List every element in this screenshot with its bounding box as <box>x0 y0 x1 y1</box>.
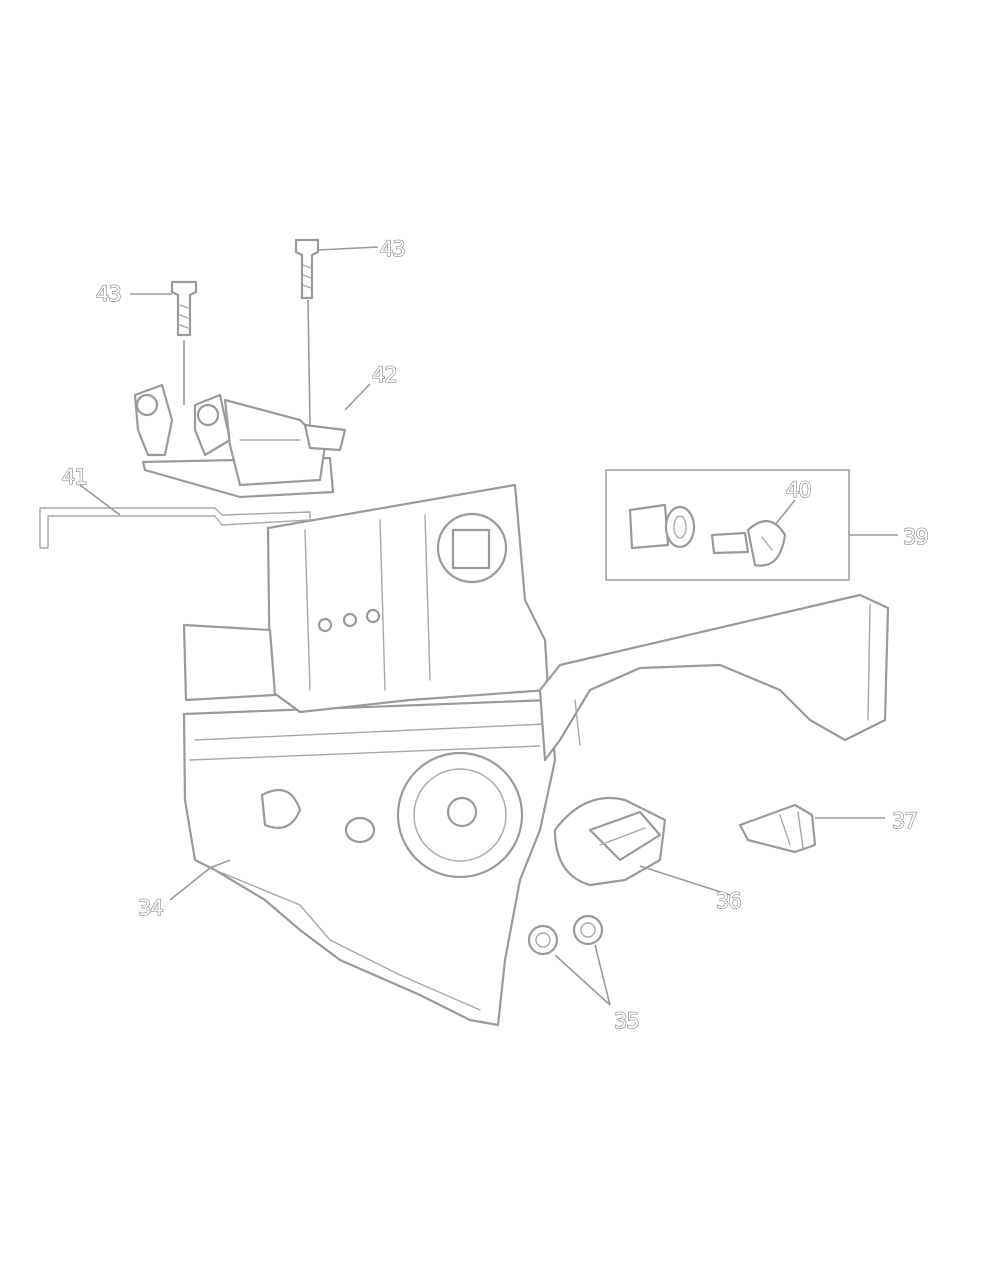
callout-37: 37 <box>892 809 917 833</box>
callout-34: 34 <box>138 896 163 920</box>
callout-42: 42 <box>372 363 397 387</box>
guard-side-arm <box>538 593 890 762</box>
callout-40: 40 <box>786 478 811 502</box>
part-42-bracket <box>133 383 347 499</box>
callout-35: 35 <box>614 1009 639 1033</box>
callout-39: 39 <box>903 525 928 549</box>
part-36-dust-elbow <box>553 796 667 887</box>
upper-blade-guard <box>182 483 550 714</box>
callout-41: 41 <box>62 465 87 489</box>
callout-43-right: 43 <box>380 237 405 261</box>
part-35-nuts <box>527 914 604 956</box>
part-39-kit <box>605 469 850 581</box>
callout-36: 36 <box>716 889 741 913</box>
callout-43-left: 43 <box>96 282 121 306</box>
leader-lines <box>79 246 898 1006</box>
part-34-guard-housing <box>182 698 557 1027</box>
part-41-rod <box>39 507 311 549</box>
callout-labels: 34 35 36 37 39 40 41 42 43 43 <box>61 236 929 1033</box>
part-43-screws <box>170 238 320 337</box>
part-37-connector <box>738 803 817 854</box>
